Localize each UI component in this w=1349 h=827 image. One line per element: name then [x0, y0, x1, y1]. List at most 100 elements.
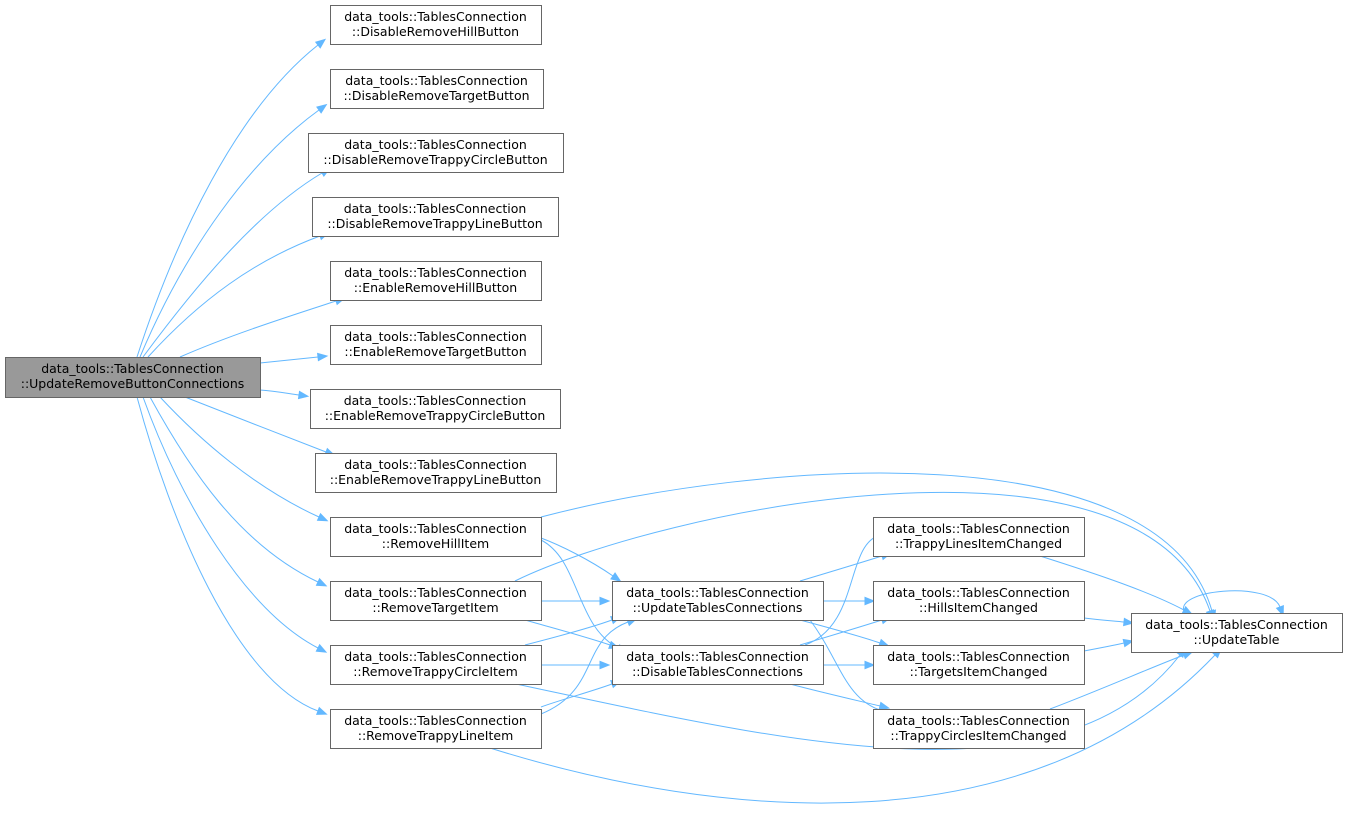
node-namespace-label: data_tools::TablesConnection: [344, 393, 527, 408]
node-remove-trappy-circle-item[interactable]: data_tools::TablesConnection::RemoveTrap…: [330, 645, 542, 685]
node-namespace-label: data_tools::TablesConnection: [626, 649, 809, 664]
node-box: [873, 517, 1085, 557]
node-box: [330, 645, 542, 685]
node-method-label: ::UpdateTable: [1193, 632, 1279, 647]
node-method-label: ::TrappyLinesItemChanged: [895, 536, 1062, 551]
node-box: [315, 453, 557, 493]
node-update-table[interactable]: data_tools::TablesConnection::UpdateTabl…: [1131, 613, 1343, 653]
edge-utc-to-hic: [823, 596, 876, 606]
edge-rti-to-utc: [541, 596, 611, 606]
node-method-label: ::EnableRemoveTrappyCircleButton: [325, 408, 546, 423]
node-method-label: ::EnableRemoveTrappyLineButton: [330, 472, 542, 487]
node-method-label: ::HillsItemChanged: [919, 600, 1038, 615]
node-trappy-circles-item-changed[interactable]: data_tools::TablesConnection::TrappyCirc…: [873, 709, 1085, 749]
node-enable-remove-trappy-circle-button[interactable]: data_tools::TablesConnection::EnableRemo…: [310, 389, 561, 429]
node-trappy-lines-item-changed[interactable]: data_tools::TablesConnection::TrappyLine…: [873, 517, 1085, 557]
node-box: [330, 581, 542, 621]
node-box: [873, 581, 1085, 621]
node-namespace-label: data_tools::TablesConnection: [1145, 617, 1328, 632]
node-method-label: ::DisableRemoveTargetButton: [343, 88, 529, 103]
node-box: [330, 69, 544, 109]
node-targets-item-changed[interactable]: data_tools::TablesConnection::TargetsIte…: [873, 645, 1085, 685]
edge-root-to-drtcb: [142, 167, 331, 358]
edge-root-to-rhi: [159, 396, 329, 522]
node-box: [330, 325, 542, 365]
node-enable-remove-trappy-line-button[interactable]: data_tools::TablesConnection::EnableRemo…: [315, 453, 557, 493]
node-disable-remove-target-button[interactable]: data_tools::TablesConnection::DisableRem…: [330, 69, 544, 109]
node-namespace-label: data_tools::TablesConnection: [344, 649, 527, 664]
node-namespace-label: data_tools::TablesConnection: [626, 585, 809, 600]
edge-tcic-to-ut: [1049, 651, 1194, 710]
node-namespace-label: data_tools::TablesConnection: [344, 9, 527, 24]
node-namespace-label: data_tools::TablesConnection: [41, 361, 224, 376]
edge-root-to-drhb: [136, 38, 327, 358]
edge-root-to-rtci: [142, 396, 328, 653]
node-box: [612, 581, 824, 621]
node-enable-remove-hill-button[interactable]: data_tools::TablesConnection::EnableRemo…: [330, 261, 542, 301]
nodes-layer: data_tools::TablesConnection::UpdateRemo…: [5, 5, 1343, 749]
node-disable-remove-hill-button[interactable]: data_tools::TablesConnection::DisableRem…: [330, 5, 542, 45]
node-namespace-label: data_tools::TablesConnection: [887, 585, 1070, 600]
node-namespace-label: data_tools::TablesConnection: [344, 521, 527, 536]
node-box: [330, 261, 542, 301]
node-disable-remove-trappy-circle-button[interactable]: data_tools::TablesConnection::DisableRem…: [308, 133, 564, 173]
node-method-label: ::DisableTablesConnections: [632, 664, 803, 679]
node-remove-trappy-line-item[interactable]: data_tools::TablesConnection::RemoveTrap…: [330, 709, 542, 749]
node-box: [330, 709, 542, 749]
node-namespace-label: data_tools::TablesConnection: [344, 713, 527, 728]
node-method-label: ::UpdateTablesConnections: [633, 600, 803, 615]
edge-ut-to-ut: [1182, 590, 1284, 617]
node-update-tables-connections[interactable]: data_tools::TablesConnection::UpdateTabl…: [612, 581, 824, 621]
edge-root-to-ertcb: [259, 389, 310, 400]
edge-rtci-to-dtc: [541, 660, 611, 670]
node-namespace-label: data_tools::TablesConnection: [344, 137, 527, 152]
node-namespace-label: data_tools::TablesConnection: [344, 201, 527, 216]
node-box: [312, 197, 559, 237]
node-method-label: ::EnableRemoveTargetButton: [344, 344, 526, 359]
edge-root-to-drtlb: [147, 232, 330, 358]
node-method-label: ::RemoveHillItem: [382, 536, 489, 551]
node-namespace-label: data_tools::TablesConnection: [344, 457, 527, 472]
node-enable-remove-target-button[interactable]: data_tools::TablesConnection::EnableRemo…: [330, 325, 542, 365]
node-method-label: ::DisableRemoveTrappyCircleButton: [323, 152, 547, 167]
edge-rtli-to-ut: [489, 647, 1223, 804]
node-method-label: ::TargetsItemChanged: [910, 664, 1048, 679]
node-box: [330, 5, 542, 45]
node-method-label: ::RemoveTrappyCircleItem: [353, 664, 518, 679]
node-namespace-label: data_tools::TablesConnection: [345, 73, 528, 88]
edge-root-to-rtli: [136, 396, 328, 715]
edge-root-to-rti: [149, 396, 328, 587]
node-box: [612, 645, 824, 685]
node-namespace-label: data_tools::TablesConnection: [344, 585, 527, 600]
edge-root-to-erhb: [179, 297, 346, 358]
node-box: [5, 357, 261, 398]
node-hills-item-changed[interactable]: data_tools::TablesConnection::HillsItemC…: [873, 581, 1085, 621]
node-disable-tables-connections[interactable]: data_tools::TablesConnection::DisableTab…: [612, 645, 824, 685]
node-remove-hill-item[interactable]: data_tools::TablesConnection::RemoveHill…: [330, 517, 542, 557]
node-method-label: ::DisableRemoveTrappyLineButton: [327, 216, 542, 231]
node-method-label: ::TrappyCirclesItemChanged: [890, 728, 1066, 743]
node-method-label: ::RemoveTrappyLineItem: [358, 728, 514, 743]
edge-tic-to-ut: [1083, 638, 1135, 652]
node-disable-remove-trappy-line-button[interactable]: data_tools::TablesConnection::DisableRem…: [312, 197, 559, 237]
node-update-remove-button-connections[interactable]: data_tools::TablesConnection::UpdateRemo…: [5, 357, 261, 398]
edge-root-to-ertb: [259, 352, 329, 364]
node-remove-target-item[interactable]: data_tools::TablesConnection::RemoveTarg…: [330, 581, 542, 621]
node-method-label: ::EnableRemoveHillButton: [354, 280, 517, 295]
node-namespace-label: data_tools::TablesConnection: [344, 265, 527, 280]
node-namespace-label: data_tools::TablesConnection: [887, 649, 1070, 664]
edge-dtc-to-tcic: [789, 683, 891, 711]
edge-rhi-to-utc: [540, 537, 622, 582]
edge-root-to-drtb: [139, 103, 328, 358]
node-box: [1131, 613, 1343, 653]
node-box: [308, 133, 564, 173]
node-namespace-label: data_tools::TablesConnection: [887, 713, 1070, 728]
edge-rti-to-dtc: [524, 619, 620, 649]
node-method-label: ::RemoveTargetItem: [372, 600, 498, 615]
edge-rtli-to-dtc: [540, 680, 622, 708]
node-namespace-label: data_tools::TablesConnection: [344, 329, 527, 344]
node-method-label: ::DisableRemoveHillButton: [352, 24, 519, 39]
node-namespace-label: data_tools::TablesConnection: [887, 521, 1070, 536]
node-method-label: ::UpdateRemoveButtonConnections: [21, 376, 245, 391]
